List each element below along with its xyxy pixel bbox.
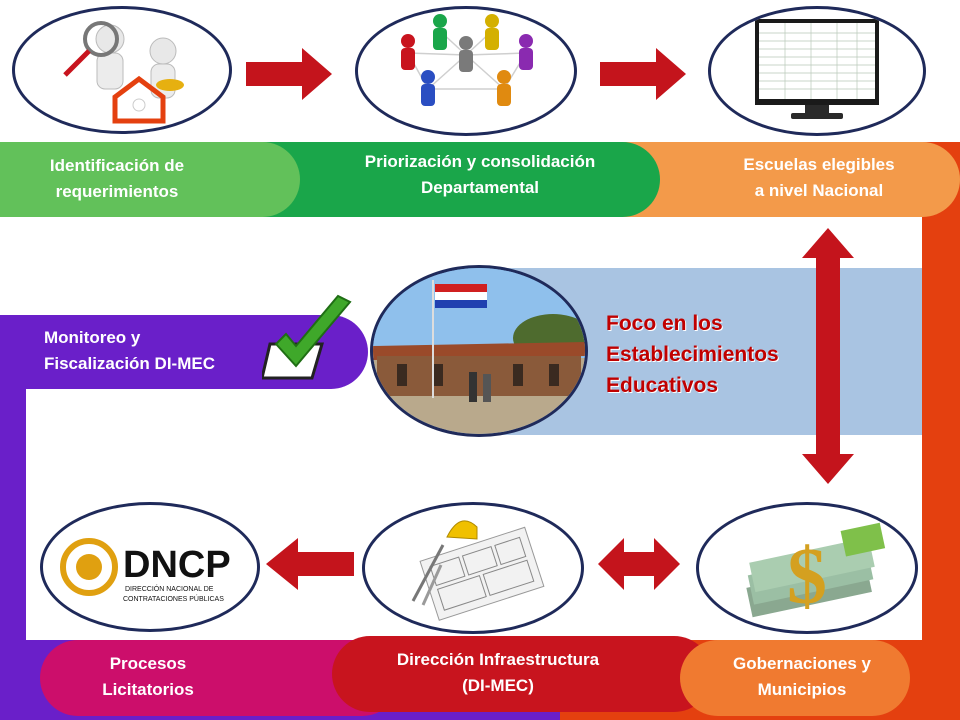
dncp-logo: DNCP DIRECCIÓN NACIONAL DE CONTRATACIONE… [60, 538, 231, 603]
dncp-logo-oval: DNCP DIRECCIÓN NACIONAL DE CONTRATACIONE… [40, 502, 260, 632]
identificacion-image-oval [12, 6, 232, 134]
double-arrow-horizontal-icon [598, 538, 680, 590]
money-dollar-icon: $ [746, 522, 886, 621]
priorizacion-image-oval [355, 6, 577, 136]
procesos-label: Procesos Licitatorios [102, 654, 194, 699]
priorizacion-label: Priorización y consolidación Departament… [364, 152, 596, 197]
school-flag-photo [373, 268, 585, 434]
network-people-icon [401, 14, 533, 106]
school-photo-oval [370, 265, 588, 437]
escuelas-image-oval [708, 6, 926, 136]
right-band [922, 142, 960, 720]
arrow-left-icon [266, 538, 354, 590]
blueprint-helmet-icon [411, 520, 545, 621]
dncp-acronym: DNCP [123, 544, 231, 586]
dollar-sign-graphic: $ [787, 533, 827, 621]
arrow-right-icon [246, 48, 332, 100]
monitoreo-label: Monitoreo y Fiscalización DI-MEC [44, 328, 215, 373]
arrow-right-icon [600, 48, 686, 100]
infraestructura-image-oval [362, 502, 584, 634]
monitor-spreadsheet-icon [755, 19, 879, 119]
gobernaciones-label: Gobernaciones y Municipios [733, 654, 871, 699]
checkmark-icon [262, 294, 352, 380]
identificacion-label: Identificación de requerimientos [49, 156, 185, 201]
focus-title: Foco en los Establecimientos Educativos [606, 312, 779, 397]
gobernaciones-band [680, 640, 910, 716]
top-band-lightgreen [0, 142, 300, 217]
direccion-label: Dirección Infraestructura (DI-MEC) [396, 650, 600, 695]
escuelas-label: Escuelas elegibles a nivel Nacional [743, 155, 895, 200]
money-image-oval: $ [696, 502, 918, 634]
dncp-line2: CONTRATACIONES PÚBLICAS [123, 594, 224, 603]
inspector-figures-icon [63, 21, 184, 124]
dncp-line1: DIRECCIÓN NACIONAL DE [125, 584, 214, 593]
direccion-band [332, 636, 712, 712]
double-arrow-vertical-icon [802, 228, 854, 484]
